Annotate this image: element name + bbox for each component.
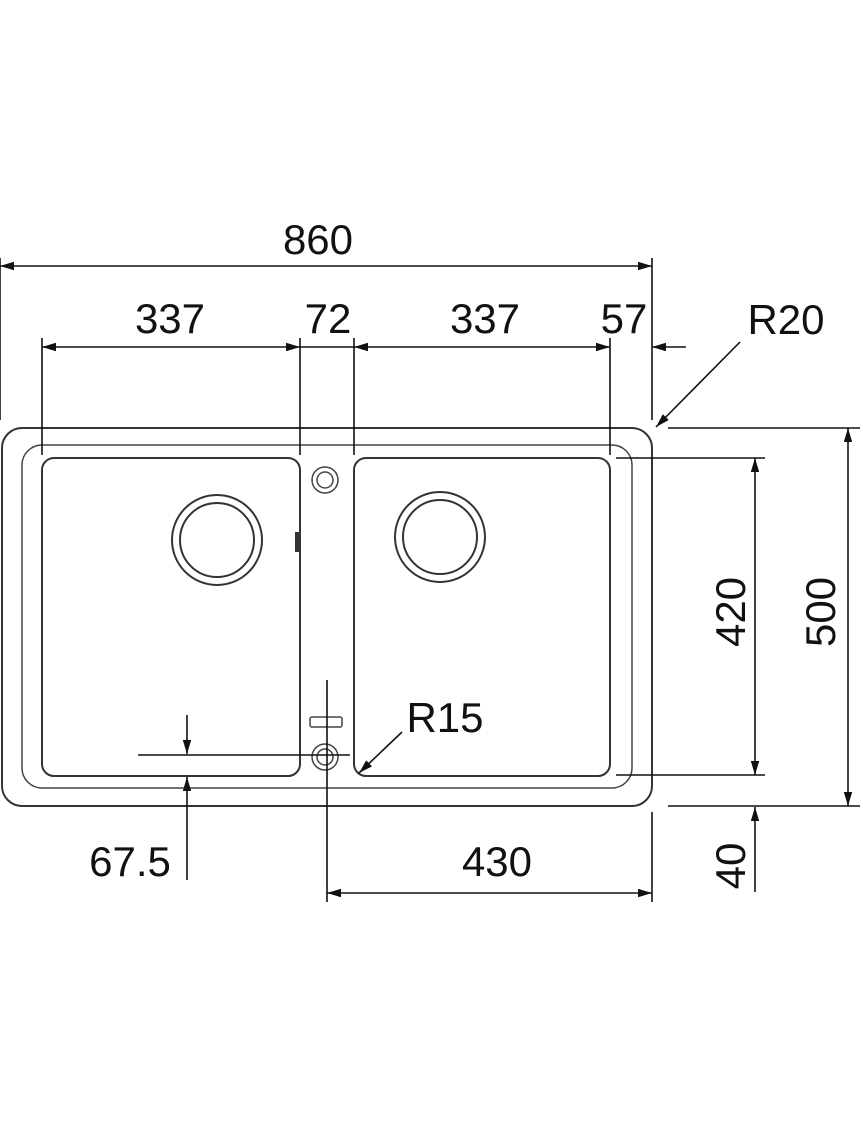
left-bowl — [41, 457, 301, 777]
label-337-left: 337 — [135, 295, 205, 342]
label-r20: R20 — [747, 296, 824, 343]
label-57: 57 — [601, 295, 648, 342]
dimension-r15: R15 — [358, 694, 484, 774]
label-40: 40 — [707, 843, 754, 890]
dimension-r20: R20 — [655, 296, 825, 428]
dimension-overall-width: 860 — [0, 216, 653, 420]
right-bowl — [353, 457, 611, 777]
label-500: 500 — [797, 577, 844, 647]
dimension-bottom-margin: 40 — [707, 807, 760, 892]
tap-hole-icon — [311, 466, 339, 494]
dimension-drain-offset: 67.5 — [89, 715, 350, 885]
label-420: 420 — [707, 577, 754, 647]
label-860: 860 — [283, 216, 353, 263]
label-67-5: 67.5 — [89, 838, 171, 885]
label-337-right: 337 — [450, 295, 520, 342]
overflow-icon — [309, 716, 343, 771]
label-r15: R15 — [406, 694, 483, 741]
label-430: 430 — [462, 838, 532, 885]
dimension-half-width: 430 — [326, 680, 653, 902]
dimension-widths: 337 72 337 57 — [41, 295, 686, 455]
dimension-bowl-height: 420 — [616, 457, 765, 776]
handle-mark — [295, 532, 299, 552]
label-72: 72 — [305, 295, 352, 342]
left-drain-icon — [171, 494, 263, 586]
right-drain-icon — [394, 491, 486, 583]
dimension-depth: 500 — [668, 427, 860, 807]
